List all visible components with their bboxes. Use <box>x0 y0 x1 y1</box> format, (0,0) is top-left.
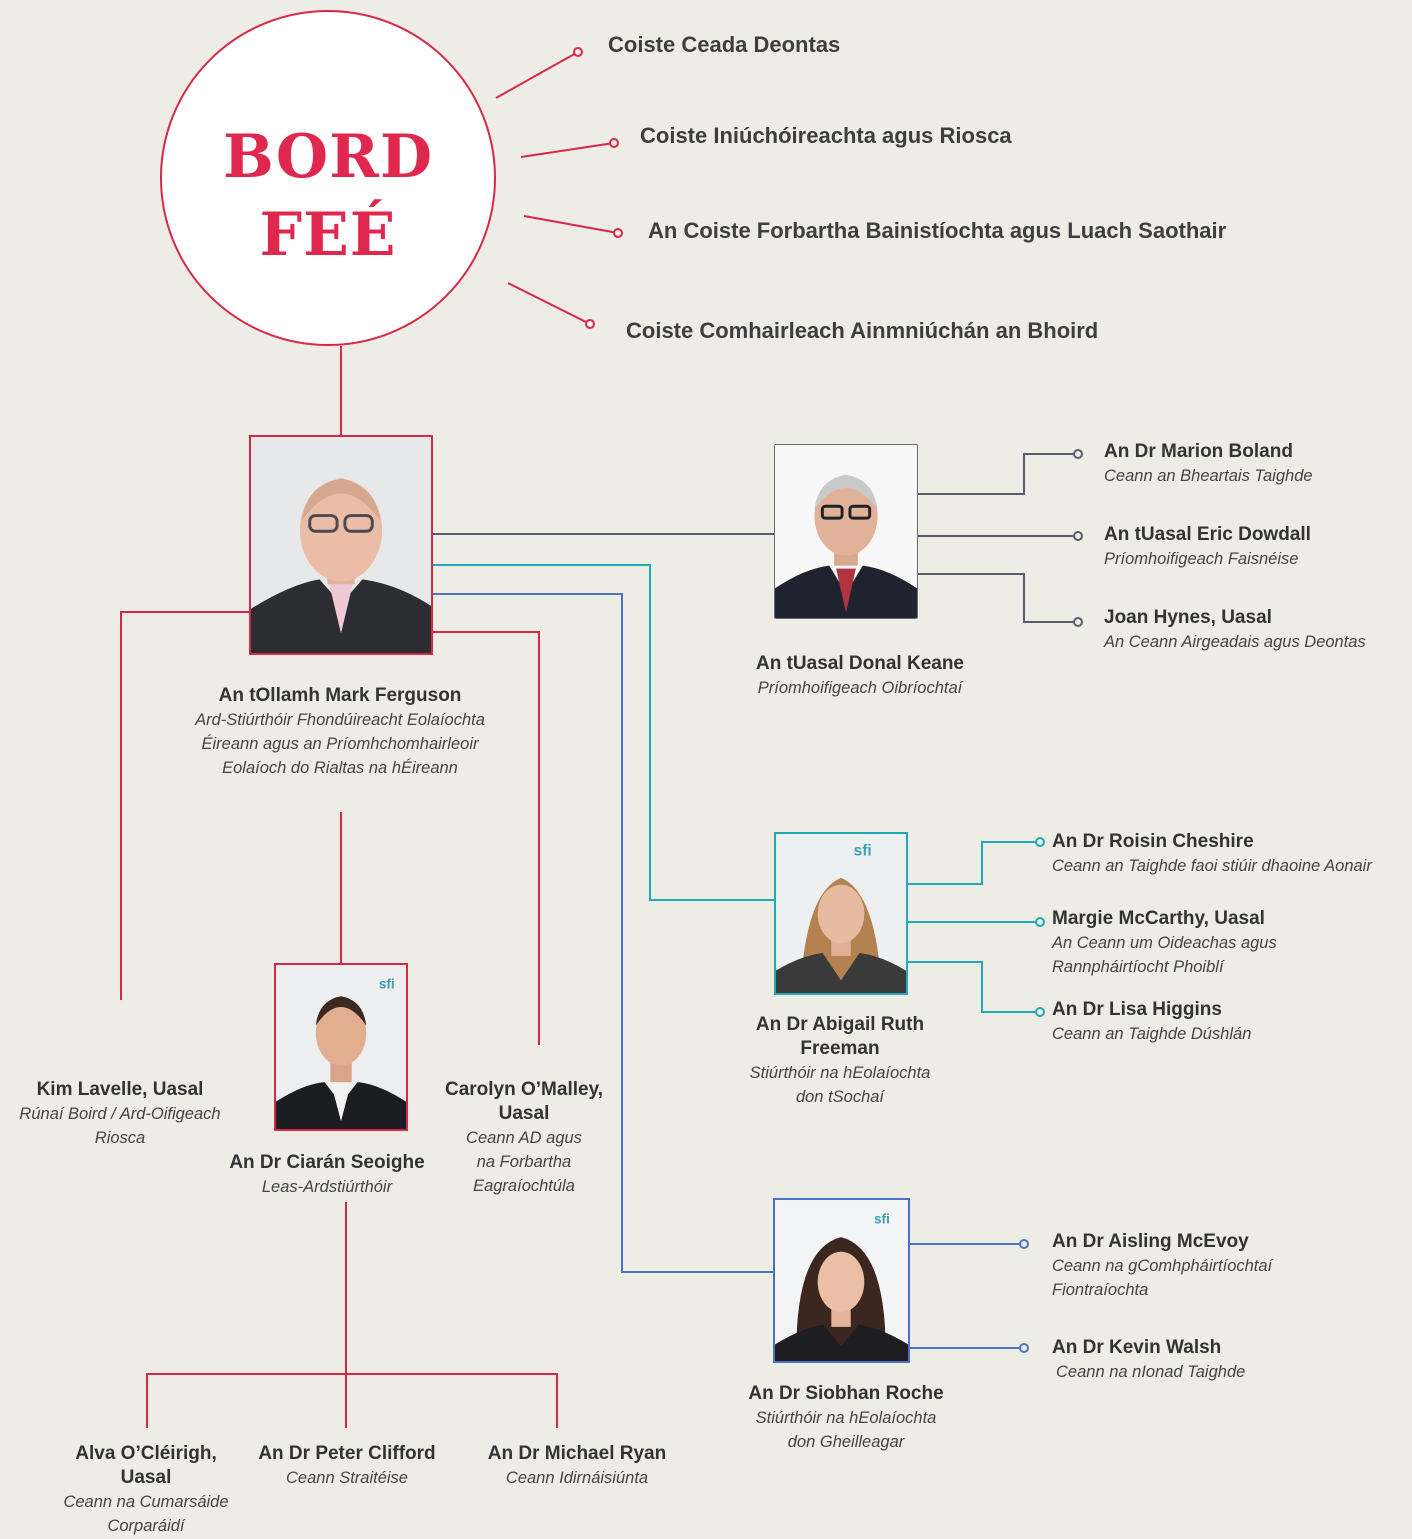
director-society: An Dr Abigail Ruth Freeman Stiúrthóir na… <box>720 1013 960 1109</box>
director-economy: An Dr Siobhan Roche Stiúrthóir na hEolaí… <box>720 1382 972 1454</box>
hr-head-name-2: Uasal <box>498 1103 550 1124</box>
sfi-badge-2: sfi <box>874 1211 890 1226</box>
director-general-role-2: Éireann agus an Príomhchomhairleoir <box>201 735 479 753</box>
director-society-name-2: Freeman <box>800 1038 880 1059</box>
deputy-report-3-name: An Dr Michael Ryan <box>487 1443 667 1464</box>
coo-report-1-role: Ceann an Bheartais Taighde <box>1104 467 1313 485</box>
deputy: An Dr Ciarán Seoighe Leas-Ardstiúrthóir <box>200 1151 454 1199</box>
deputy-report-1-role-1: Ceann na Cumarsáide <box>63 1493 229 1511</box>
economy-report-2-name: An Dr Kevin Walsh <box>1052 1337 1222 1358</box>
coo-photo <box>774 444 918 619</box>
committee-remuneration: An Coiste Forbartha Bainistíochta agus L… <box>648 218 1227 243</box>
committee-nominations: Coiste Comhairleach Ainmniúchán an Bhoir… <box>626 318 1099 343</box>
coo-name: An tUasal Donal Keane <box>756 653 964 674</box>
coo-report-2-role: Príomhoifigeach Faisnéise <box>1104 550 1299 568</box>
director-economy-photo: sfi <box>773 1198 910 1363</box>
deputy-report-1-name-1: Alva O’Cléirigh, <box>75 1443 217 1464</box>
director-general: An tOllamh Mark Ferguson Ard-Stiúrthóir … <box>150 684 530 780</box>
deputy-report-1-role-2: Corparáidí <box>107 1517 185 1535</box>
society-report-1-name: An Dr Roisin Cheshire <box>1052 831 1254 852</box>
hr-head-role-3: Eagraíochtúla <box>473 1177 575 1195</box>
board-title-line2: FEÉ <box>259 200 397 270</box>
deputy-report-2-name: An Dr Peter Clifford <box>258 1443 436 1464</box>
economy-report-1-role-2: Fiontraíochta <box>1052 1281 1149 1299</box>
board-secretary: Kim Lavelle, Uasal Rúnaí Boird / Ard-Oif… <box>0 1078 240 1150</box>
economy-report-2: An Dr Kevin Walsh Ceann na nIonad Taighd… <box>1052 1336 1245 1384</box>
hr-head-role-2: na Forbartha <box>476 1153 572 1171</box>
society-report-2: Margie McCarthy, Uasal An Ceann um Oidea… <box>1052 907 1277 979</box>
society-report-3-name: An Dr Lisa Higgins <box>1052 999 1222 1020</box>
deputy-report-1-name-2: Uasal <box>120 1467 172 1488</box>
coo: An tUasal Donal Keane Príomhoifigeach Oi… <box>700 652 1020 700</box>
society-report-2-role-1: An Ceann um Oideachas agus <box>1052 934 1277 952</box>
deputy-report-2: An Dr Peter Clifford Ceann Straitéise <box>236 1442 458 1490</box>
sfi-badge: sfi <box>854 842 872 859</box>
society-report-3-role: Ceann an Taighde Dúshlán <box>1052 1025 1252 1043</box>
society-report-2-name: Margie McCarthy, Uasal <box>1052 908 1265 929</box>
coo-role: Príomhoifigeach Oibríochtaí <box>757 679 963 697</box>
director-general-photo <box>249 435 433 655</box>
hr-head-role-1: Ceann AD agus <box>466 1129 582 1147</box>
board-title: BORD FEÉ <box>160 118 496 274</box>
society-report-2-role-2: Rannpháirtíocht Phoiblí <box>1052 958 1224 976</box>
board-secretary-role-1: Rúnaí Boird / Ard-Oifigeach <box>19 1105 221 1123</box>
director-society-role-2: don tSochaí <box>795 1088 885 1106</box>
board-title-line1: BORD <box>223 122 433 192</box>
coo-report-2: An tUasal Eric Dowdall Príomhoifigeach F… <box>1104 523 1311 571</box>
coo-report-1: An Dr Marion Boland Ceann an Bheartais T… <box>1104 440 1313 488</box>
coo-report-2-name: An tUasal Eric Dowdall <box>1104 524 1311 545</box>
director-economy-name: An Dr Siobhan Roche <box>748 1383 944 1404</box>
committee-grants: Coiste Ceada Deontas <box>608 32 841 57</box>
director-economy-role-2: don Gheilleagar <box>787 1433 905 1451</box>
director-society-role-1: Stiúrthóir na hEolaíochta <box>749 1064 931 1082</box>
hr-head: Carolyn O’Malley, Uasal Ceann AD agus na… <box>426 1078 622 1198</box>
coo-report-1-name: An Dr Marion Boland <box>1104 441 1293 462</box>
board-circle <box>160 10 496 346</box>
director-general-role-1: Ard-Stiúrthóir Fhondúireacht Eolaíochta <box>195 711 485 729</box>
economy-report-1-role-1: Ceann na gComhpháirtíochtaí <box>1052 1257 1273 1275</box>
deputy-report-1: Alva O’Cléirigh, Uasal Ceann na Cumarsái… <box>20 1442 272 1538</box>
director-society-photo: sfi <box>774 832 908 995</box>
board-secretary-name: Kim Lavelle, Uasal <box>36 1079 204 1100</box>
coo-report-3: Joan Hynes, Uasal An Ceann Airgeadais ag… <box>1104 606 1366 654</box>
deputy-photo: sfi <box>274 963 408 1131</box>
coo-report-3-role: An Ceann Airgeadais agus Deontas <box>1104 633 1366 651</box>
economy-report-1: An Dr Aisling McEvoy Ceann na gComhpháir… <box>1052 1230 1272 1302</box>
deputy-name: An Dr Ciarán Seoighe <box>229 1152 425 1173</box>
economy-report-1-name: An Dr Aisling McEvoy <box>1052 1231 1249 1252</box>
society-report-1: An Dr Roisin Cheshire Ceann an Taighde f… <box>1052 830 1372 878</box>
committee-audit-risk: Coiste Iniúchóireachta agus Riosca <box>640 123 1012 148</box>
society-report-1-role: Ceann an Taighde faoi stiúir dhaoine Aon… <box>1052 857 1372 875</box>
deputy-role: Leas-Ardstiúrthóir <box>261 1178 393 1196</box>
director-economy-role-1: Stiúrthóir na hEolaíochta <box>755 1409 937 1427</box>
director-general-name: An tOllamh Mark Ferguson <box>218 685 462 706</box>
hr-head-name-1: Carolyn O’Malley, <box>444 1079 604 1100</box>
coo-report-3-name: Joan Hynes, Uasal <box>1104 607 1272 628</box>
director-society-name-1: An Dr Abigail Ruth <box>755 1014 925 1035</box>
deputy-report-3-role: Ceann Idirnáisiúnta <box>505 1469 649 1487</box>
society-report-3: An Dr Lisa Higgins Ceann an Taighde Dúsh… <box>1052 998 1251 1046</box>
board-secretary-role-2: Riosca <box>94 1129 146 1147</box>
economy-report-2-role: Ceann na nIonad Taighde <box>1056 1363 1246 1381</box>
deputy-report-2-role: Ceann Straitéise <box>286 1469 408 1487</box>
deputy-report-3: An Dr Michael Ryan Ceann Idirnáisiúnta <box>466 1442 688 1490</box>
sfi-badge-3: sfi <box>379 976 395 991</box>
director-general-role-3: Eolaíoch do Rialtas na hÉireann <box>222 759 458 777</box>
